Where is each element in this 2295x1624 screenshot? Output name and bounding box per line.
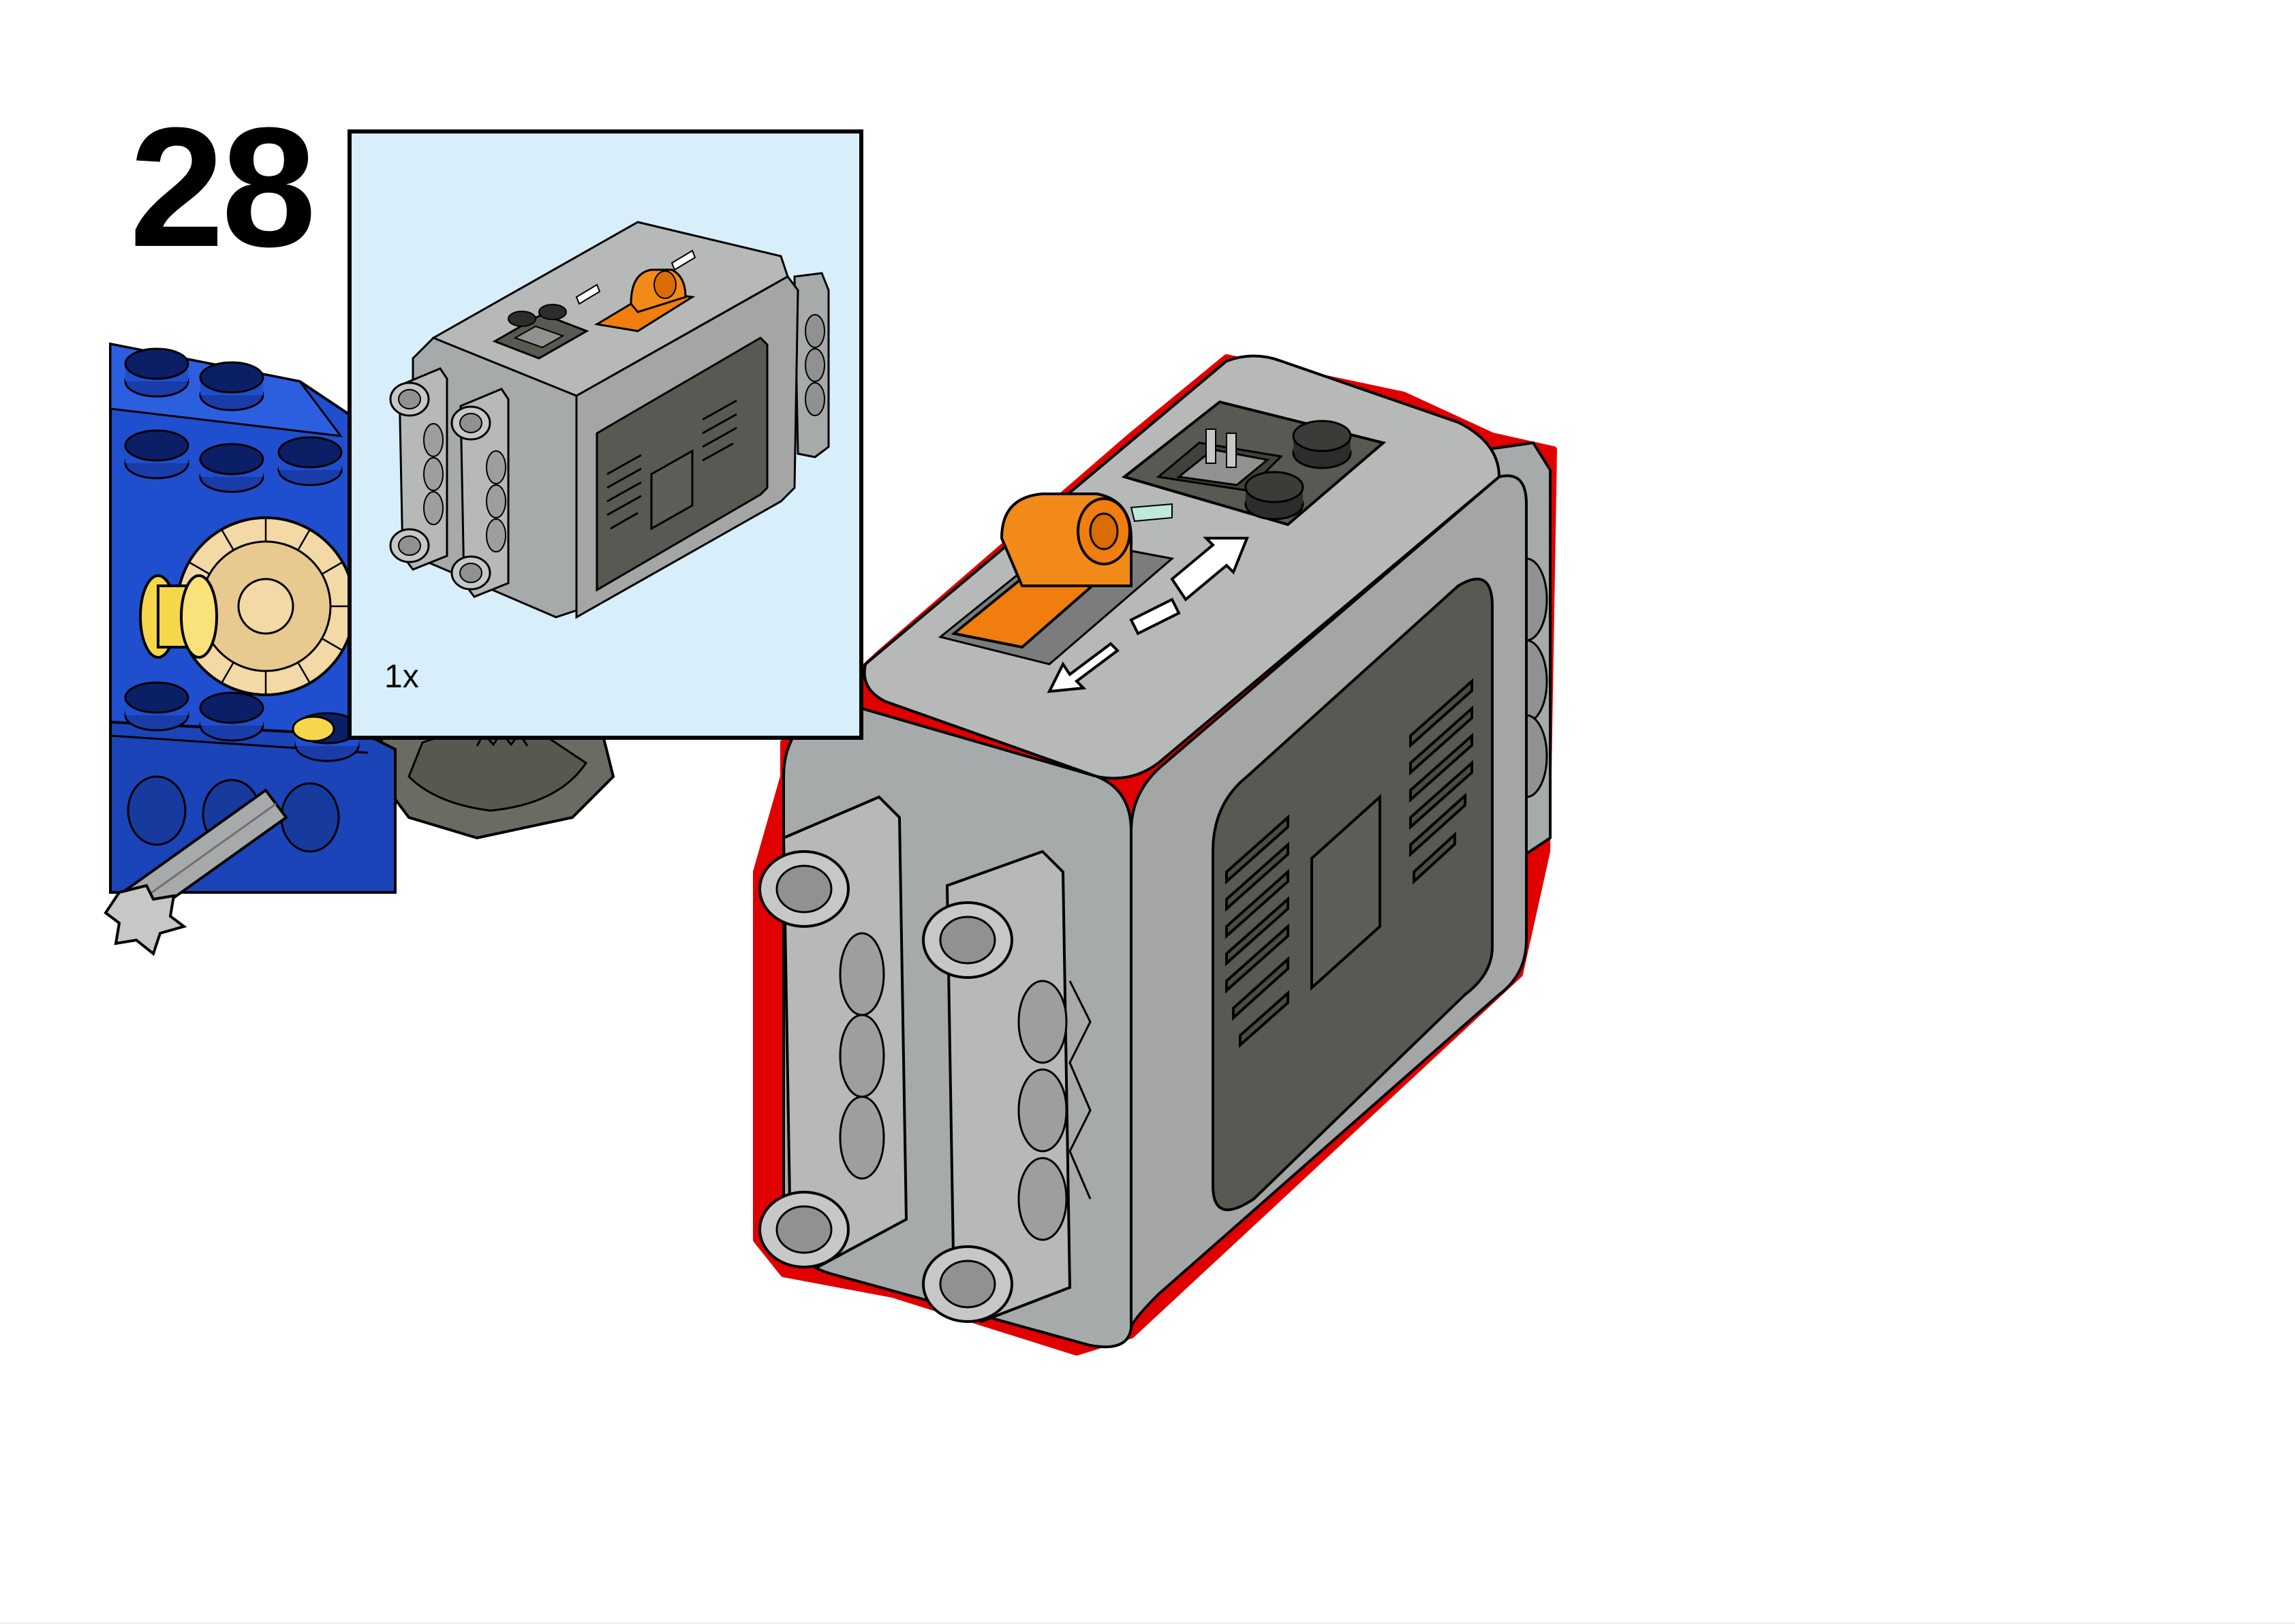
page-bottom-rule bbox=[0, 1622, 2295, 1624]
step-number: 28 bbox=[129, 92, 316, 282]
battery-box-icon bbox=[389, 221, 830, 619]
yellow-bush bbox=[139, 574, 335, 743]
arrow-icon bbox=[1047, 537, 1249, 693]
gear-icon bbox=[176, 516, 356, 696]
axle-icon bbox=[104, 788, 288, 956]
power-switch bbox=[938, 493, 1175, 666]
parts-list-callout: 1x bbox=[348, 129, 863, 740]
power-connector bbox=[1121, 400, 1387, 527]
front-pins bbox=[758, 795, 1092, 1324]
part-quantity: 1x bbox=[384, 659, 419, 695]
